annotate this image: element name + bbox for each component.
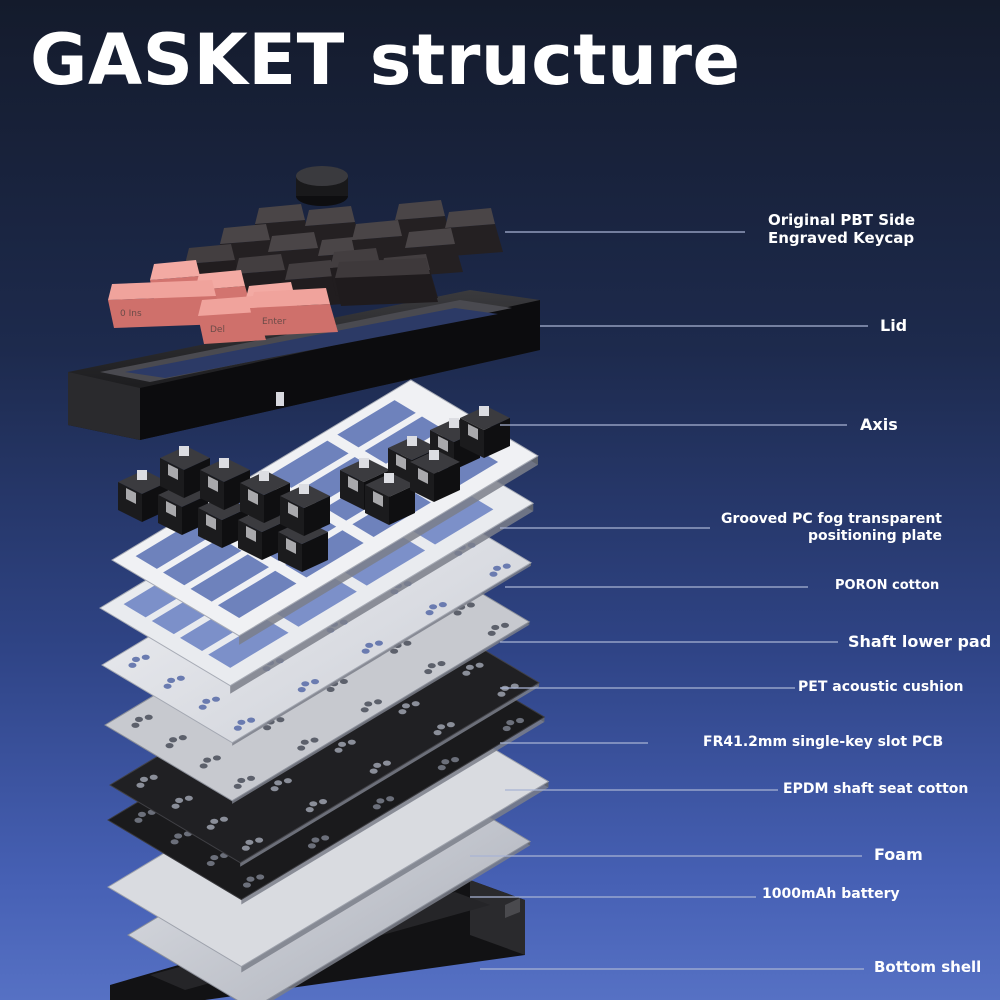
label-line: Grooved PC fog transparent: [720, 511, 942, 527]
label-poron: PORON cotton: [835, 578, 939, 594]
switch: [410, 450, 460, 502]
lid-part: [68, 290, 540, 440]
label-line: FR41.2mm single-key slot PCB: [703, 734, 944, 750]
label-lid: Lid: [880, 316, 907, 335]
keycap: Del: [198, 296, 266, 344]
label-line: positioning plate: [808, 527, 942, 544]
leader-lines: [470, 231, 868, 970]
label-line: PORON cotton: [835, 578, 940, 593]
label-foam: Foam: [874, 845, 923, 864]
switch: [365, 473, 415, 525]
label-line: PET acoustic cushion: [798, 679, 964, 695]
label-epdm: EPDM shaft seat cotton: [783, 781, 968, 798]
keycap: [445, 208, 503, 256]
label-axis: Axis: [860, 415, 898, 434]
label-line: Bottom shell: [874, 958, 982, 976]
switch: [280, 484, 330, 536]
switch-array: [118, 406, 510, 572]
label-line: Foam: [874, 845, 923, 864]
label-pet: PET acoustic cushion: [798, 679, 964, 696]
keycap-legend: Del: [210, 325, 225, 335]
keycap: [335, 258, 438, 306]
switch: [460, 406, 510, 458]
page-title: GASKET structure: [30, 19, 741, 101]
label-line: 1000mAh battery: [762, 886, 900, 902]
keycap-legend: Enter: [262, 317, 286, 327]
label-pcb: FR41.2mm single-key slot PCB: [703, 734, 943, 751]
label-bottom-shell: Bottom shell: [874, 958, 981, 976]
label-line: Lid: [880, 316, 908, 335]
keycap: 0 Ins: [108, 280, 224, 328]
label-lower-pad: Shaft lower pad: [848, 632, 991, 651]
label-line: EPDM shaft seat cotton: [783, 781, 969, 797]
rotary-knob: [296, 166, 348, 206]
keycap-legend: 0 Ins: [120, 309, 142, 319]
label-line: Shaft lower pad: [848, 632, 992, 651]
label-line: Engraved Keycap: [768, 229, 915, 247]
label-line: Original PBT Side: [768, 211, 916, 229]
keycap: Enter: [250, 288, 338, 336]
label-battery: 1000mAh battery: [762, 886, 900, 903]
label-line: Axis: [860, 415, 898, 434]
